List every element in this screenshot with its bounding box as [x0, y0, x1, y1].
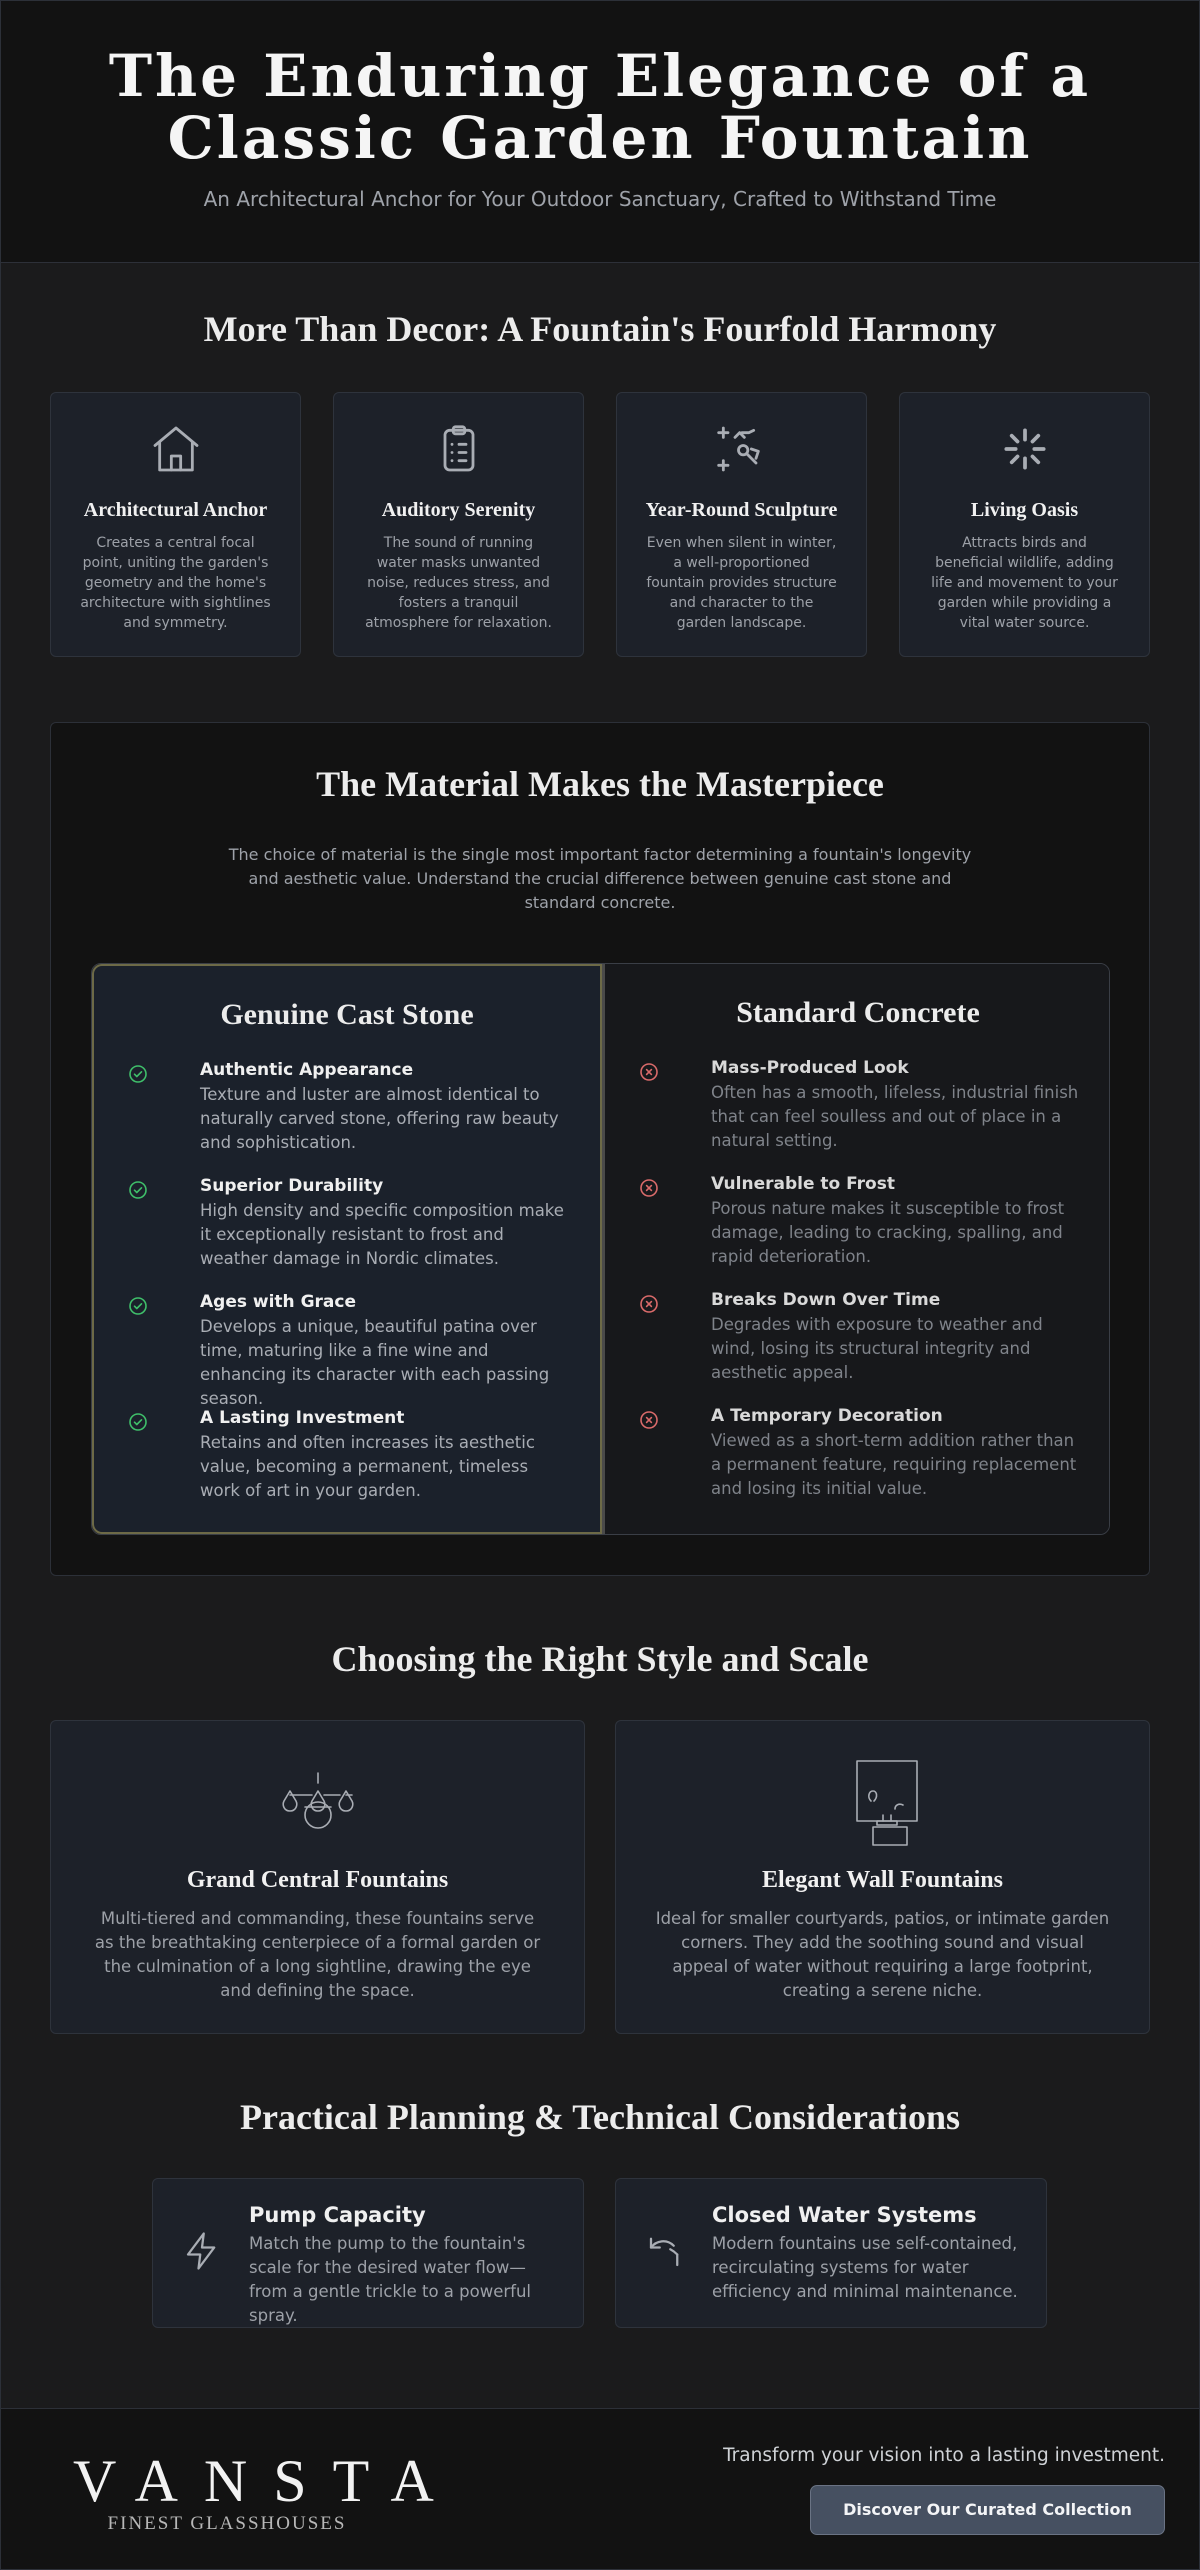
- footer-tagline: Transform your vision into a lasting inv…: [723, 2445, 1165, 2466]
- harmony-card-architectural: Architectural Anchor Creates a central f…: [50, 392, 301, 657]
- footer: VANSTA FINEST GLASSHOUSES Transform your…: [1, 2408, 1199, 2569]
- recycle-arrow-icon: [649, 2237, 679, 2267]
- item-title: A Lasting Investment: [200, 1408, 405, 1428]
- harmony-card-auditory: Auditory Serenity The sound of running w…: [333, 392, 584, 657]
- item-text: Porous nature makes it susceptible to fr…: [711, 1199, 1065, 1266]
- page-subtitle: An Architectural Anchor for Your Outdoor…: [203, 187, 997, 211]
- item-title: Breaks Down Over Time: [711, 1290, 941, 1310]
- x-circle-icon: [640, 1063, 658, 1081]
- harmony-card-title: Auditory Serenity: [381, 499, 536, 521]
- check-circle-icon: [129, 1297, 147, 1315]
- item-text: Develops a unique, beautiful patina over…: [200, 1317, 550, 1408]
- loader-icon: [900, 421, 1149, 477]
- style-card-text: Multi-tiered and commanding, these fount…: [94, 1909, 541, 2000]
- item-text: Retains and often increases its aestheti…: [200, 1433, 535, 1500]
- item-text: Viewed as a short-term addition rather t…: [711, 1431, 1077, 1498]
- item-title: A Temporary Decoration: [711, 1406, 943, 1426]
- harmony-card-text: Attracts birds and beneficial wildlife, …: [931, 535, 1118, 631]
- item-text: High density and specific composition ma…: [200, 1201, 564, 1268]
- hero-header: The Enduring Elegance of a Classic Garde…: [1, 1, 1199, 263]
- style-card-title: Elegant Wall Fountains: [762, 1867, 1003, 1893]
- x-circle-icon: [640, 1411, 658, 1429]
- harmony-title: More Than Decor: A Fountain's Fourfold H…: [203, 309, 997, 349]
- sparkle-tools-icon: [617, 421, 866, 477]
- page-title: The Enduring Elegance of a Classic Garde…: [108, 42, 1092, 172]
- item-title: Vulnerable to Frost: [711, 1174, 895, 1194]
- harmony-card-text: The sound of running water masks unwante…: [365, 535, 552, 631]
- harmony-card-title: Year-Round Sculpture: [645, 499, 838, 521]
- technical-title: Practical Planning & Technical Considera…: [239, 2097, 961, 2137]
- material-intro: The choice of material is the single mos…: [228, 845, 972, 912]
- item-title: Superior Durability: [200, 1176, 384, 1196]
- item-title: Ages with Grace: [200, 1292, 356, 1312]
- x-circle-icon: [640, 1295, 658, 1313]
- lightning-icon: [186, 2232, 216, 2270]
- item-text: Texture and luster are almost identical …: [200, 1085, 559, 1152]
- style-card-wall: Elegant Wall Fountains Ideal for smaller…: [615, 1720, 1150, 2034]
- brand-logo: VANSTA FINEST GLASSHOUSES: [47, 2448, 460, 2535]
- item-text: Often has a smooth, lifeless, industrial…: [711, 1083, 1079, 1150]
- harmony-card-title: Living Oasis: [970, 499, 1079, 521]
- wall-fountain-icon: [616, 1751, 1149, 1851]
- clipboard-icon: [334, 421, 583, 477]
- styles-title: Choosing the Right Style and Scale: [331, 1639, 869, 1679]
- check-circle-icon: [129, 1181, 147, 1199]
- harmony-card-oasis: Living Oasis Attracts birds and benefici…: [899, 392, 1150, 657]
- style-card-grand: Grand Central Fountains Multi-tiered and…: [50, 1720, 585, 2034]
- item-title: Authentic Appearance: [200, 1060, 414, 1080]
- tech-card-title: Pump Capacity: [249, 2203, 426, 2227]
- discover-collection-button[interactable]: Discover Our Curated Collection: [810, 2485, 1165, 2535]
- harmony-card-text: Creates a central focal point, uniting t…: [80, 535, 271, 631]
- harmony-card-text: Even when silent in winter, a well-propo…: [646, 535, 837, 631]
- tech-card-title: Closed Water Systems: [712, 2203, 977, 2227]
- item-text: Degrades with exposure to weather and wi…: [711, 1315, 1043, 1382]
- brand-subtitle: FINEST GLASSHOUSES: [107, 2513, 347, 2534]
- tech-card-text: Match the pump to the fountain's scale f…: [249, 2234, 531, 2325]
- check-circle-icon: [129, 1065, 147, 1083]
- tech-card-pump: Pump Capacity Match the pump to the foun…: [152, 2178, 584, 2328]
- concrete-column: Standard Concrete Mass-Produced Look Oft…: [602, 964, 1109, 1534]
- harmony-card-sculpture: Year-Round Sculpture Even when silent in…: [616, 392, 867, 657]
- material-section: The Material Makes the Masterpiece The c…: [50, 722, 1150, 1576]
- column-title: Standard Concrete: [736, 996, 980, 1029]
- item-title: Mass-Produced Look: [711, 1058, 909, 1078]
- harmony-card-title: Architectural Anchor: [83, 499, 268, 521]
- cast-stone-column: Genuine Cast Stone Authentic Appearance …: [92, 964, 602, 1534]
- brand-name: VANSTA: [73, 2448, 460, 2514]
- style-card-text: Ideal for smaller courtyards, patios, or…: [655, 1909, 1110, 2000]
- house-icon: [51, 421, 300, 477]
- tech-card-text: Modern fountains use self-contained, rec…: [712, 2234, 1018, 2301]
- x-circle-icon: [640, 1179, 658, 1197]
- tiered-fountain-icon: [51, 1751, 584, 1851]
- material-comparison: Genuine Cast Stone Authentic Appearance …: [91, 963, 1110, 1535]
- column-title: Genuine Cast Stone: [220, 998, 474, 1031]
- check-circle-icon: [129, 1413, 147, 1431]
- tech-card-water: Closed Water Systems Modern fountains us…: [615, 2178, 1047, 2328]
- style-card-title: Grand Central Fountains: [186, 1867, 449, 1893]
- material-title: The Material Makes the Masterpiece: [316, 764, 884, 804]
